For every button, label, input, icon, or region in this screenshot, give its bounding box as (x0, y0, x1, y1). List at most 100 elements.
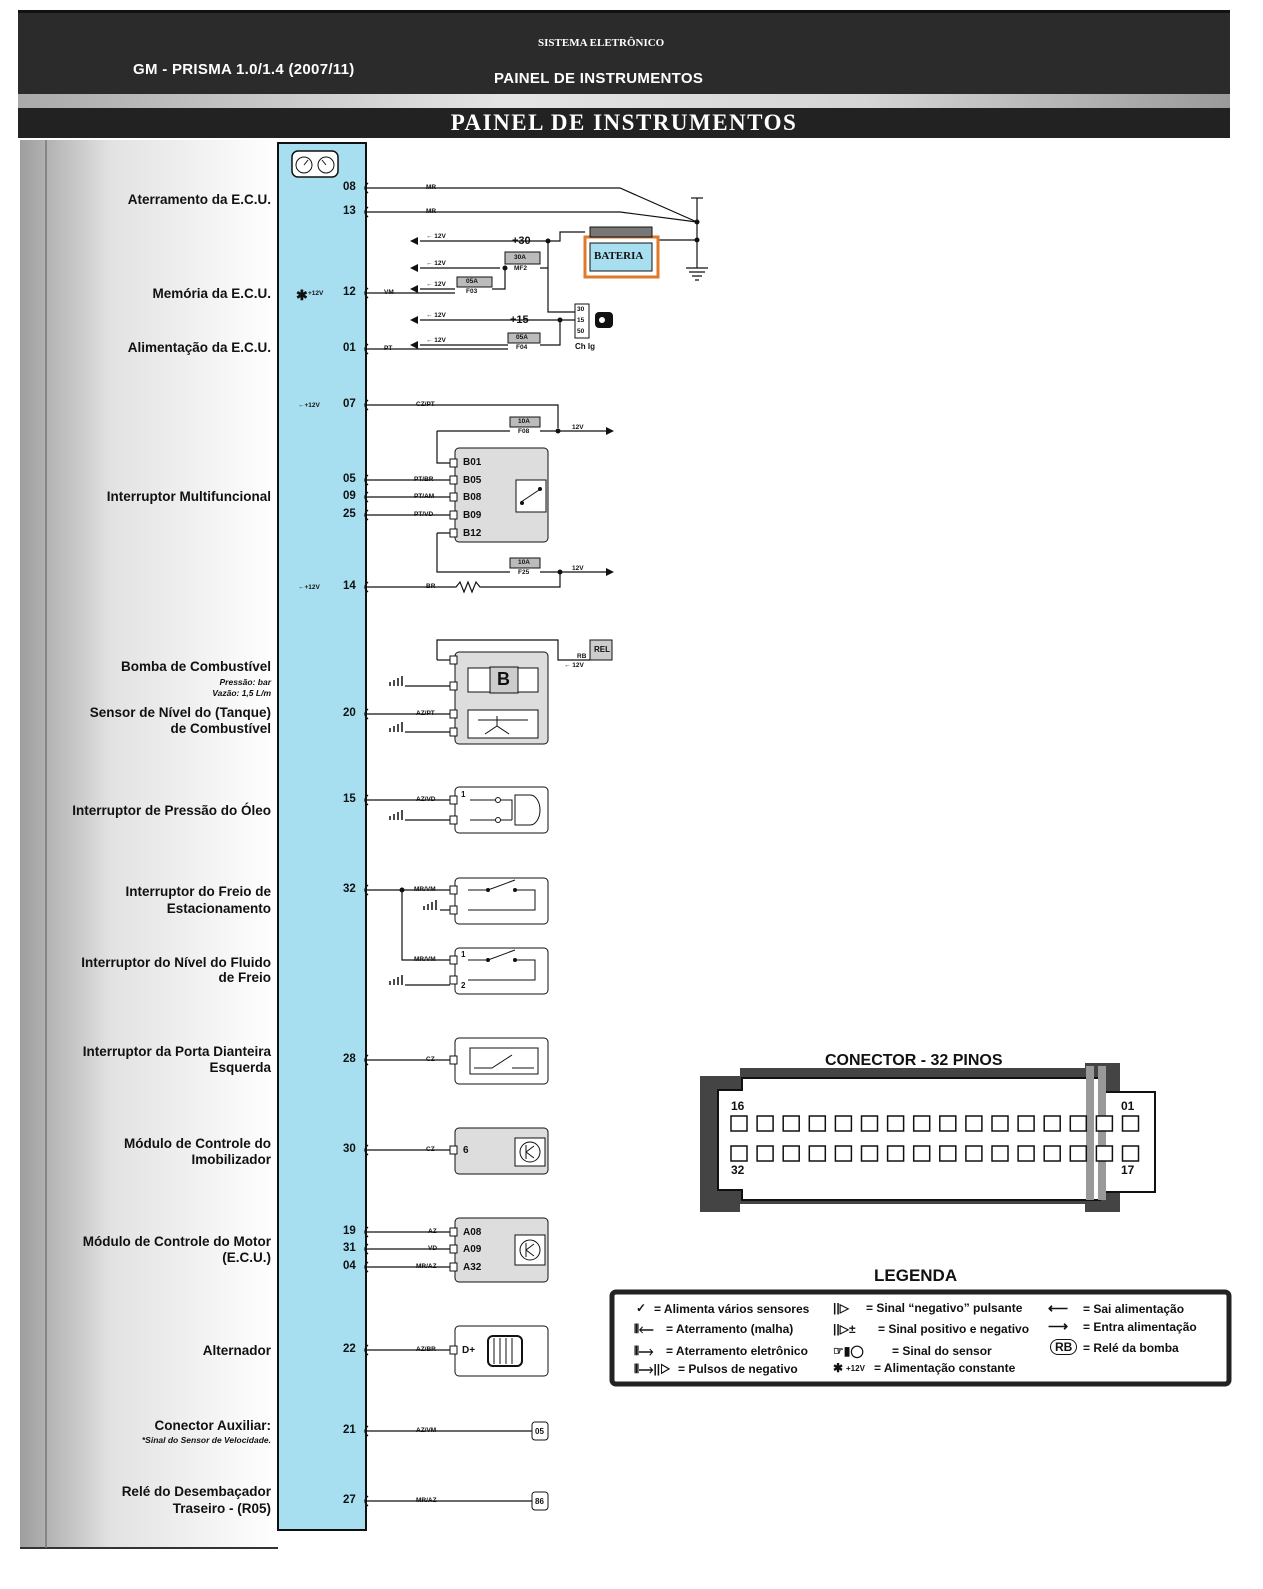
tag-plus15: +15 (510, 314, 529, 326)
mf-b01: B01 (463, 457, 482, 468)
legend-sensor-signal: = Sinal do sensor (892, 1344, 992, 1358)
wire-32-fluid: MR/VM (414, 956, 436, 963)
label-door-1: Interruptor da Porta Dianteira (82, 1044, 271, 1059)
mf-b09: B09 (463, 510, 482, 521)
legend-negative-pulses-icon: ⫴⟶||▷ (634, 1362, 671, 1376)
label-speed-sensor-note: *Sinal do Sensor de Velocidade. (141, 1435, 271, 1445)
tag-12v-out-f08: 12V (572, 424, 584, 431)
ignition-15: 15 (577, 317, 585, 324)
wire-09: PT/AM (414, 493, 435, 500)
wire-27: MR/AZ (416, 1497, 437, 1504)
pin-12: 12 (343, 286, 356, 298)
label-panel (20, 140, 278, 1548)
constant-power-star-icon: ✱ (296, 287, 308, 303)
label-ecu-ground: Aterramento da E.C.U. (127, 192, 271, 207)
legend-electronic-ground-icon: ⫴⟶ (634, 1344, 654, 1358)
connector-pin-cell (886, 1115, 905, 1132)
label-oil-pressure: Interruptor de Pressão do Óleo (72, 803, 271, 818)
pin-32: 32 (343, 883, 356, 895)
fuse-f04 (507, 332, 541, 344)
wire-08: MR (426, 184, 437, 191)
label-pump-flow: Vazão: 1,5 L/m (212, 688, 271, 698)
fuse-f08 (509, 416, 541, 428)
fluid-pin-2: 2 (461, 981, 466, 990)
connector-pin-16-label: 16 (731, 1099, 745, 1113)
pin-30: 30 (343, 1143, 356, 1155)
pin-07: 07 (343, 398, 356, 410)
label-engine-ecu-1: Módulo de Controle do Motor (82, 1234, 271, 1249)
connector-pin-cell (912, 1145, 931, 1162)
connector-pin-cell (782, 1115, 800, 1132)
fuse-f03-amp: 05A (466, 278, 478, 285)
legend-pump-relay: = Relé da bomba (1083, 1341, 1179, 1355)
tag-star-12v: +12V (308, 290, 324, 297)
ignition-label: Ch Ig (575, 342, 595, 351)
wire-32: MR/VM (414, 886, 436, 893)
connector-pin-cell (834, 1145, 853, 1162)
label-engine-ecu-2: (E.C.U.) (222, 1250, 271, 1265)
wire-22: AZ/BR (416, 1346, 436, 1353)
relay-rel-label: REL (594, 645, 610, 654)
fuse-f25-label: F25 (518, 569, 530, 576)
wire-12: VM (384, 289, 394, 296)
tag-out-12v-07: ←+12V (298, 402, 320, 409)
pin-15: 15 (343, 793, 356, 805)
multifunction-switch-block (454, 447, 549, 543)
door-switch-block (449, 1037, 549, 1085)
system-name: SISTEMA ELETRÔNICO (538, 37, 665, 49)
legend-pos-neg-signal-icon: ||▷± (833, 1322, 856, 1336)
wire-04: MR/AZ (416, 1263, 437, 1270)
connector-pin-cell (860, 1145, 879, 1162)
fuse-f04-amp: 05A (516, 334, 528, 341)
connector-pin-cell (1121, 1145, 1140, 1162)
pin-19: 19 (343, 1225, 356, 1237)
wire-30: CZ (426, 1146, 435, 1153)
connector-pin-cell (756, 1115, 774, 1132)
wire-21: AZ/VM (416, 1427, 437, 1434)
relay-rb-label: RB (577, 653, 587, 660)
legend-neg-signal: = Sinal “negativo” pulsante (866, 1301, 1023, 1315)
fuse-f25-amp: 10A (518, 559, 530, 566)
connector-pin-cell (1069, 1115, 1088, 1132)
label-brake-fluid-2: de Freio (218, 970, 271, 985)
legend-constant-power-tag: +12V (846, 1364, 865, 1373)
connector-pin-cell (886, 1145, 905, 1162)
tag-12v-a: ← 12V (426, 233, 446, 240)
wire-15: AZ/VD (416, 796, 436, 803)
wire-25: PT/VD (414, 511, 434, 518)
pin-01: 01 (343, 342, 356, 354)
ignition-50: 50 (577, 328, 585, 335)
pin-09: 09 (343, 490, 356, 502)
wire-28: CZ (426, 1056, 435, 1063)
label-pump-pressure: Pressão: bar (219, 677, 272, 687)
fuse-mf2-amp: 30A (514, 254, 526, 261)
fuse-f25 (509, 557, 541, 569)
connector-05-icon (531, 1421, 549, 1441)
connector-32-pins-drawing (700, 1063, 1156, 1212)
immobilizer-pin-6: 6 (463, 1145, 469, 1156)
wire-13: MR (426, 208, 437, 215)
pin-25: 25 (343, 508, 356, 520)
fuse-f04-label: F04 (516, 344, 528, 351)
pin-05: 05 (343, 473, 356, 485)
label-parking-brake-1: Interruptor do Freio de (125, 884, 271, 899)
pin-22: 22 (343, 1343, 356, 1355)
fuse-mf2-label: MF2 (514, 265, 527, 272)
label-door-2: Esquerda (209, 1060, 271, 1075)
legend-sensor-signal-icon: ☞▮◯ (833, 1344, 864, 1358)
tag-12v-out-f25: 12V (572, 565, 584, 572)
connector-pin-cell (1095, 1115, 1114, 1132)
brake-fluid-switch-block (449, 947, 549, 995)
wire-07: CZ/PT (416, 401, 435, 408)
tag-out-12v-14: ←+12V (298, 584, 320, 591)
legend-constant-power: = Alimentação constante (874, 1361, 1016, 1375)
vehicle-model: GM - PRISMA 1.0/1.4 (2007/11) (133, 61, 355, 78)
tag-12v-e: ← 12V (426, 337, 446, 344)
mf-b12: B12 (463, 528, 482, 539)
label-immobilizer-2: Imobilizador (191, 1152, 271, 1167)
connector-pin-cell (991, 1145, 1009, 1162)
label-ecu-memory: Memória da E.C.U. (152, 286, 271, 301)
connector-pin-cell (834, 1115, 853, 1132)
wire-05: PT/BR (414, 476, 434, 483)
